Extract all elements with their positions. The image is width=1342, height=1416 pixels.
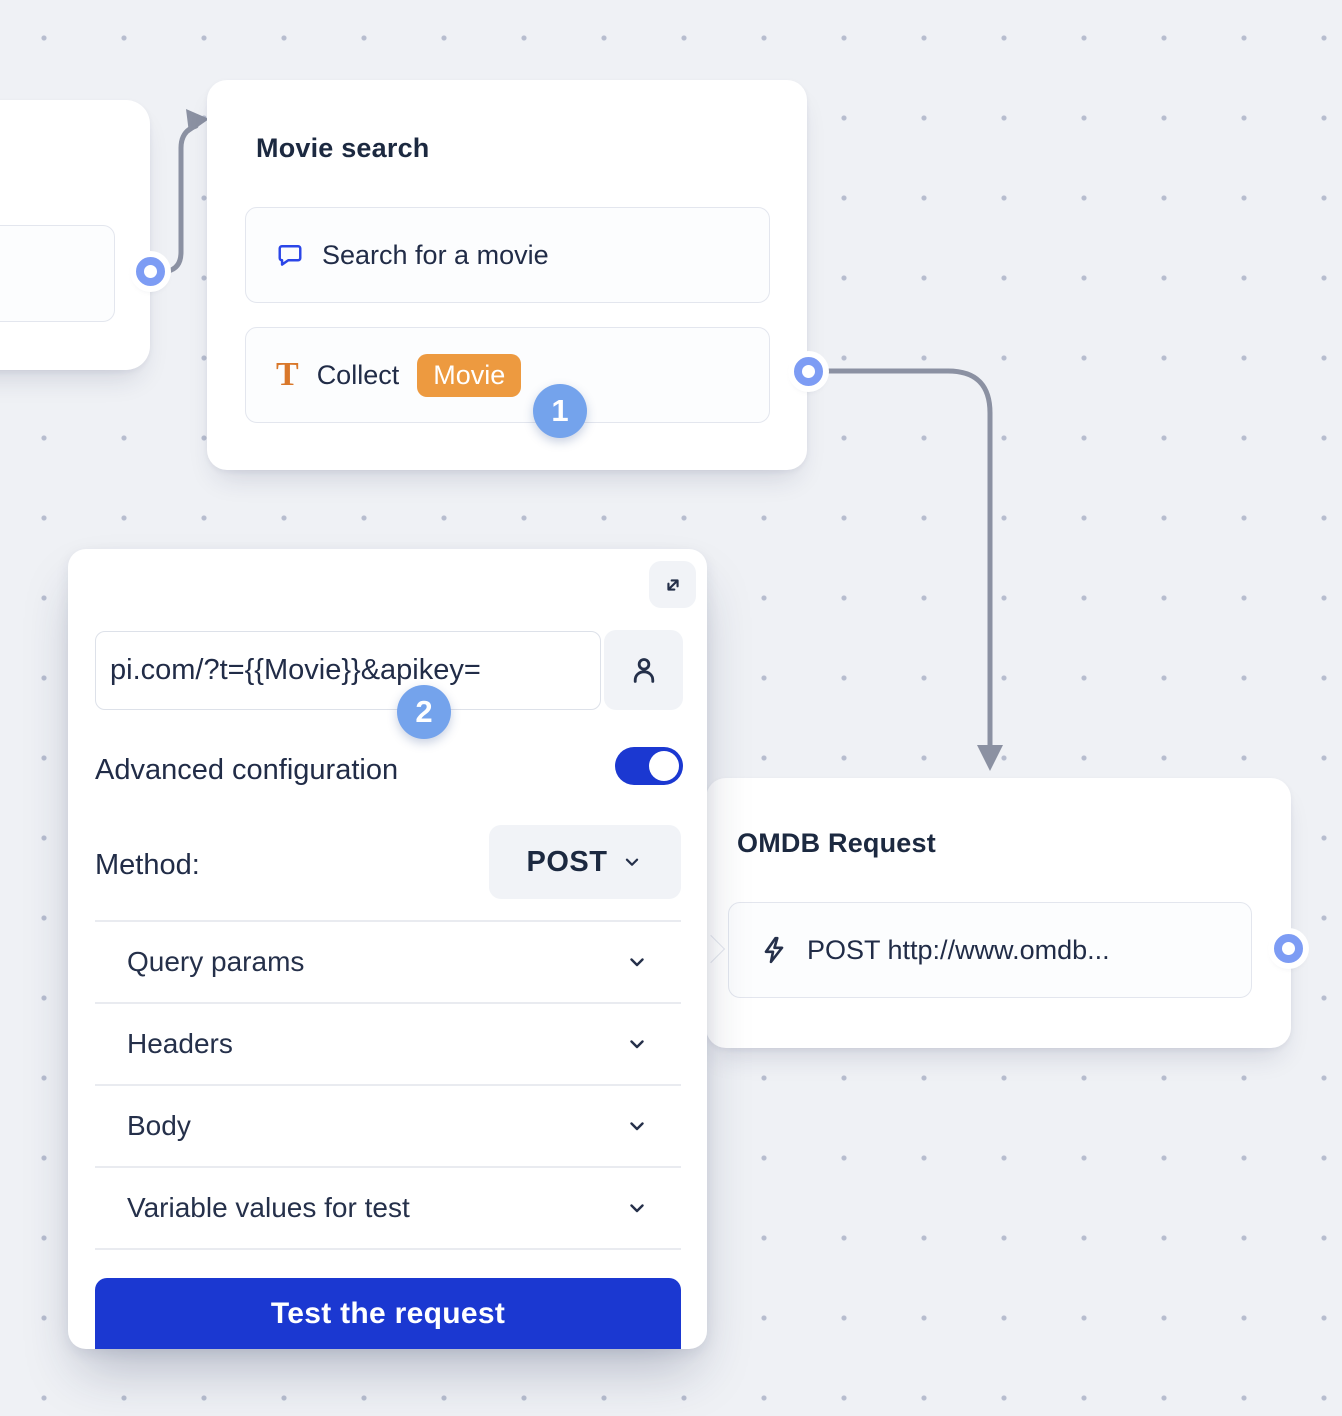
node-item-label: Search for a movie — [322, 239, 549, 270]
divider — [95, 1248, 681, 1250]
output-port-omdb-request[interactable] — [1274, 934, 1303, 963]
arrowhead-right — [186, 109, 209, 133]
advanced-configuration-label: Advanced configuration — [95, 754, 399, 786]
test-request-button[interactable]: Test the request — [95, 1278, 681, 1349]
node-card-movie-search[interactable]: Movie search Search for a movie T Collec… — [207, 80, 807, 470]
section-query-params[interactable]: Query params — [127, 921, 649, 1002]
node-item-label: Collect — [316, 359, 400, 390]
section-body[interactable]: Body — [127, 1085, 649, 1166]
node-title: Movie search — [256, 133, 430, 163]
lightning-icon — [759, 935, 789, 965]
divider — [95, 920, 681, 922]
expand-button[interactable] — [649, 561, 696, 608]
arrowhead-down — [977, 745, 1003, 771]
chevron-down-icon — [625, 1114, 649, 1138]
node-item-webhook[interactable]: POST http://www.omdb... — [728, 902, 1252, 998]
section-label: Variable values for test — [127, 1191, 410, 1223]
chevron-down-icon — [625, 1032, 649, 1056]
url-input-value: pi.com/?t={{Movie}}&apikey= — [110, 654, 481, 686]
step-badge-2: 2 — [397, 685, 451, 739]
section-label: Body — [127, 1109, 191, 1141]
connector-left-to-movie-search — [160, 123, 199, 275]
node-card-omdb-request[interactable]: OMDB Request POST http://www.omdb... — [706, 778, 1291, 1048]
method-dropdown[interactable]: POST — [489, 825, 681, 899]
expand-diagonal-icon — [660, 572, 686, 598]
chat-bubble-icon — [276, 241, 304, 269]
toggle-knob — [649, 751, 679, 781]
variable-chip-movie[interactable]: Movie — [417, 353, 522, 397]
text-collect-icon: T — [276, 356, 299, 393]
node-item-partial[interactable] — [0, 225, 115, 322]
webhook-config-panel: pi.com/?t={{Movie}}&apikey= Advanced con… — [68, 549, 707, 1349]
divider — [95, 1166, 681, 1168]
connector-movie-search-to-omdb — [825, 368, 993, 751]
section-headers[interactable]: Headers — [127, 1003, 649, 1084]
node-item-collect-variable[interactable]: T Collect Movie — [245, 327, 770, 423]
node-item-label: POST http://www.omdb... — [807, 934, 1110, 965]
step-badge-1: 1 — [533, 384, 587, 438]
node-item-search-message[interactable]: Search for a movie — [245, 207, 770, 303]
person-icon — [627, 653, 661, 687]
advanced-configuration-toggle[interactable] — [615, 747, 683, 785]
section-label: Headers — [127, 1027, 233, 1059]
output-port-movie-search[interactable] — [794, 357, 823, 386]
method-label: Method: — [95, 849, 200, 881]
divider — [95, 1002, 681, 1004]
divider — [95, 1084, 681, 1086]
section-variable-values[interactable]: Variable values for test — [127, 1167, 649, 1248]
insert-variable-button[interactable] — [604, 630, 683, 710]
method-value: POST — [526, 845, 608, 878]
node-title: OMDB Request — [737, 828, 936, 858]
node-card-partial[interactable] — [0, 100, 150, 370]
section-label: Query params — [127, 945, 305, 977]
chevron-down-icon — [621, 851, 643, 873]
url-input[interactable]: pi.com/?t={{Movie}}&apikey= — [95, 631, 601, 710]
chevron-down-icon — [625, 950, 649, 974]
chevron-down-icon — [625, 1196, 649, 1220]
output-port-partial-card[interactable] — [136, 257, 165, 286]
